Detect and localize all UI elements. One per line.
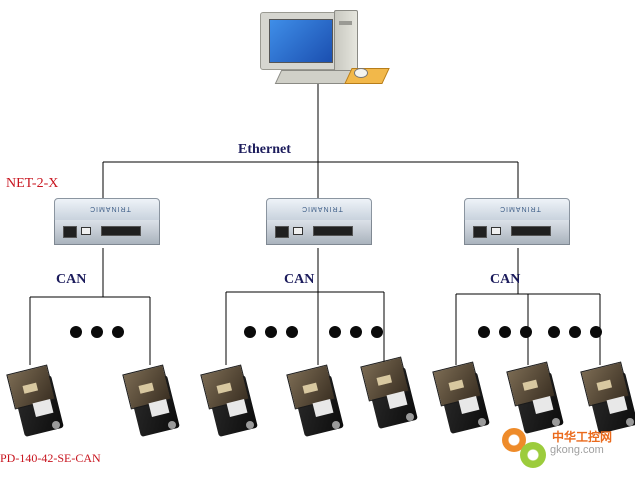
gateway-label: NET-2-X	[6, 176, 59, 191]
pc-icon	[250, 10, 390, 90]
ethernet-label: Ethernet	[238, 142, 291, 157]
ellipsis-dots	[329, 326, 383, 338]
gateway-module-icon: TRINAMIC	[266, 198, 372, 246]
stepper-motor-icon	[506, 360, 564, 438]
stepper-motor-icon	[580, 360, 635, 438]
ellipsis-dots	[548, 326, 602, 338]
motor-model-label: PD-140-42-SE-CAN	[0, 451, 101, 465]
stepper-motor-icon	[360, 355, 418, 433]
module-brand: TRINAMIC	[301, 205, 343, 212]
module-brand: TRINAMIC	[89, 205, 131, 212]
stepper-motor-icon	[432, 360, 490, 438]
monitor-icon	[260, 12, 342, 70]
gateway-module-icon: TRINAMIC	[464, 198, 570, 246]
stepper-motor-icon	[122, 363, 180, 441]
ellipsis-dots	[70, 326, 124, 338]
can-label-3: CAN	[490, 272, 521, 287]
watermark-url: gkong.com	[550, 444, 604, 456]
stepper-motor-icon	[286, 363, 344, 441]
gear-logo-icon	[520, 442, 546, 468]
watermark-text: 中华工控网	[552, 430, 613, 444]
mouse-icon	[354, 68, 368, 78]
ellipsis-dots	[244, 326, 298, 338]
watermark: 中华工控网 gkong.com	[500, 422, 632, 472]
gateway-module-icon: TRINAMIC	[54, 198, 160, 246]
can-label-2: CAN	[284, 272, 315, 287]
module-brand: TRINAMIC	[499, 205, 541, 212]
can-label-1: CAN	[56, 272, 87, 287]
stepper-motor-icon	[200, 363, 258, 441]
ellipsis-dots	[478, 326, 532, 338]
keyboard-icon	[274, 70, 356, 84]
stepper-motor-icon	[6, 363, 64, 441]
